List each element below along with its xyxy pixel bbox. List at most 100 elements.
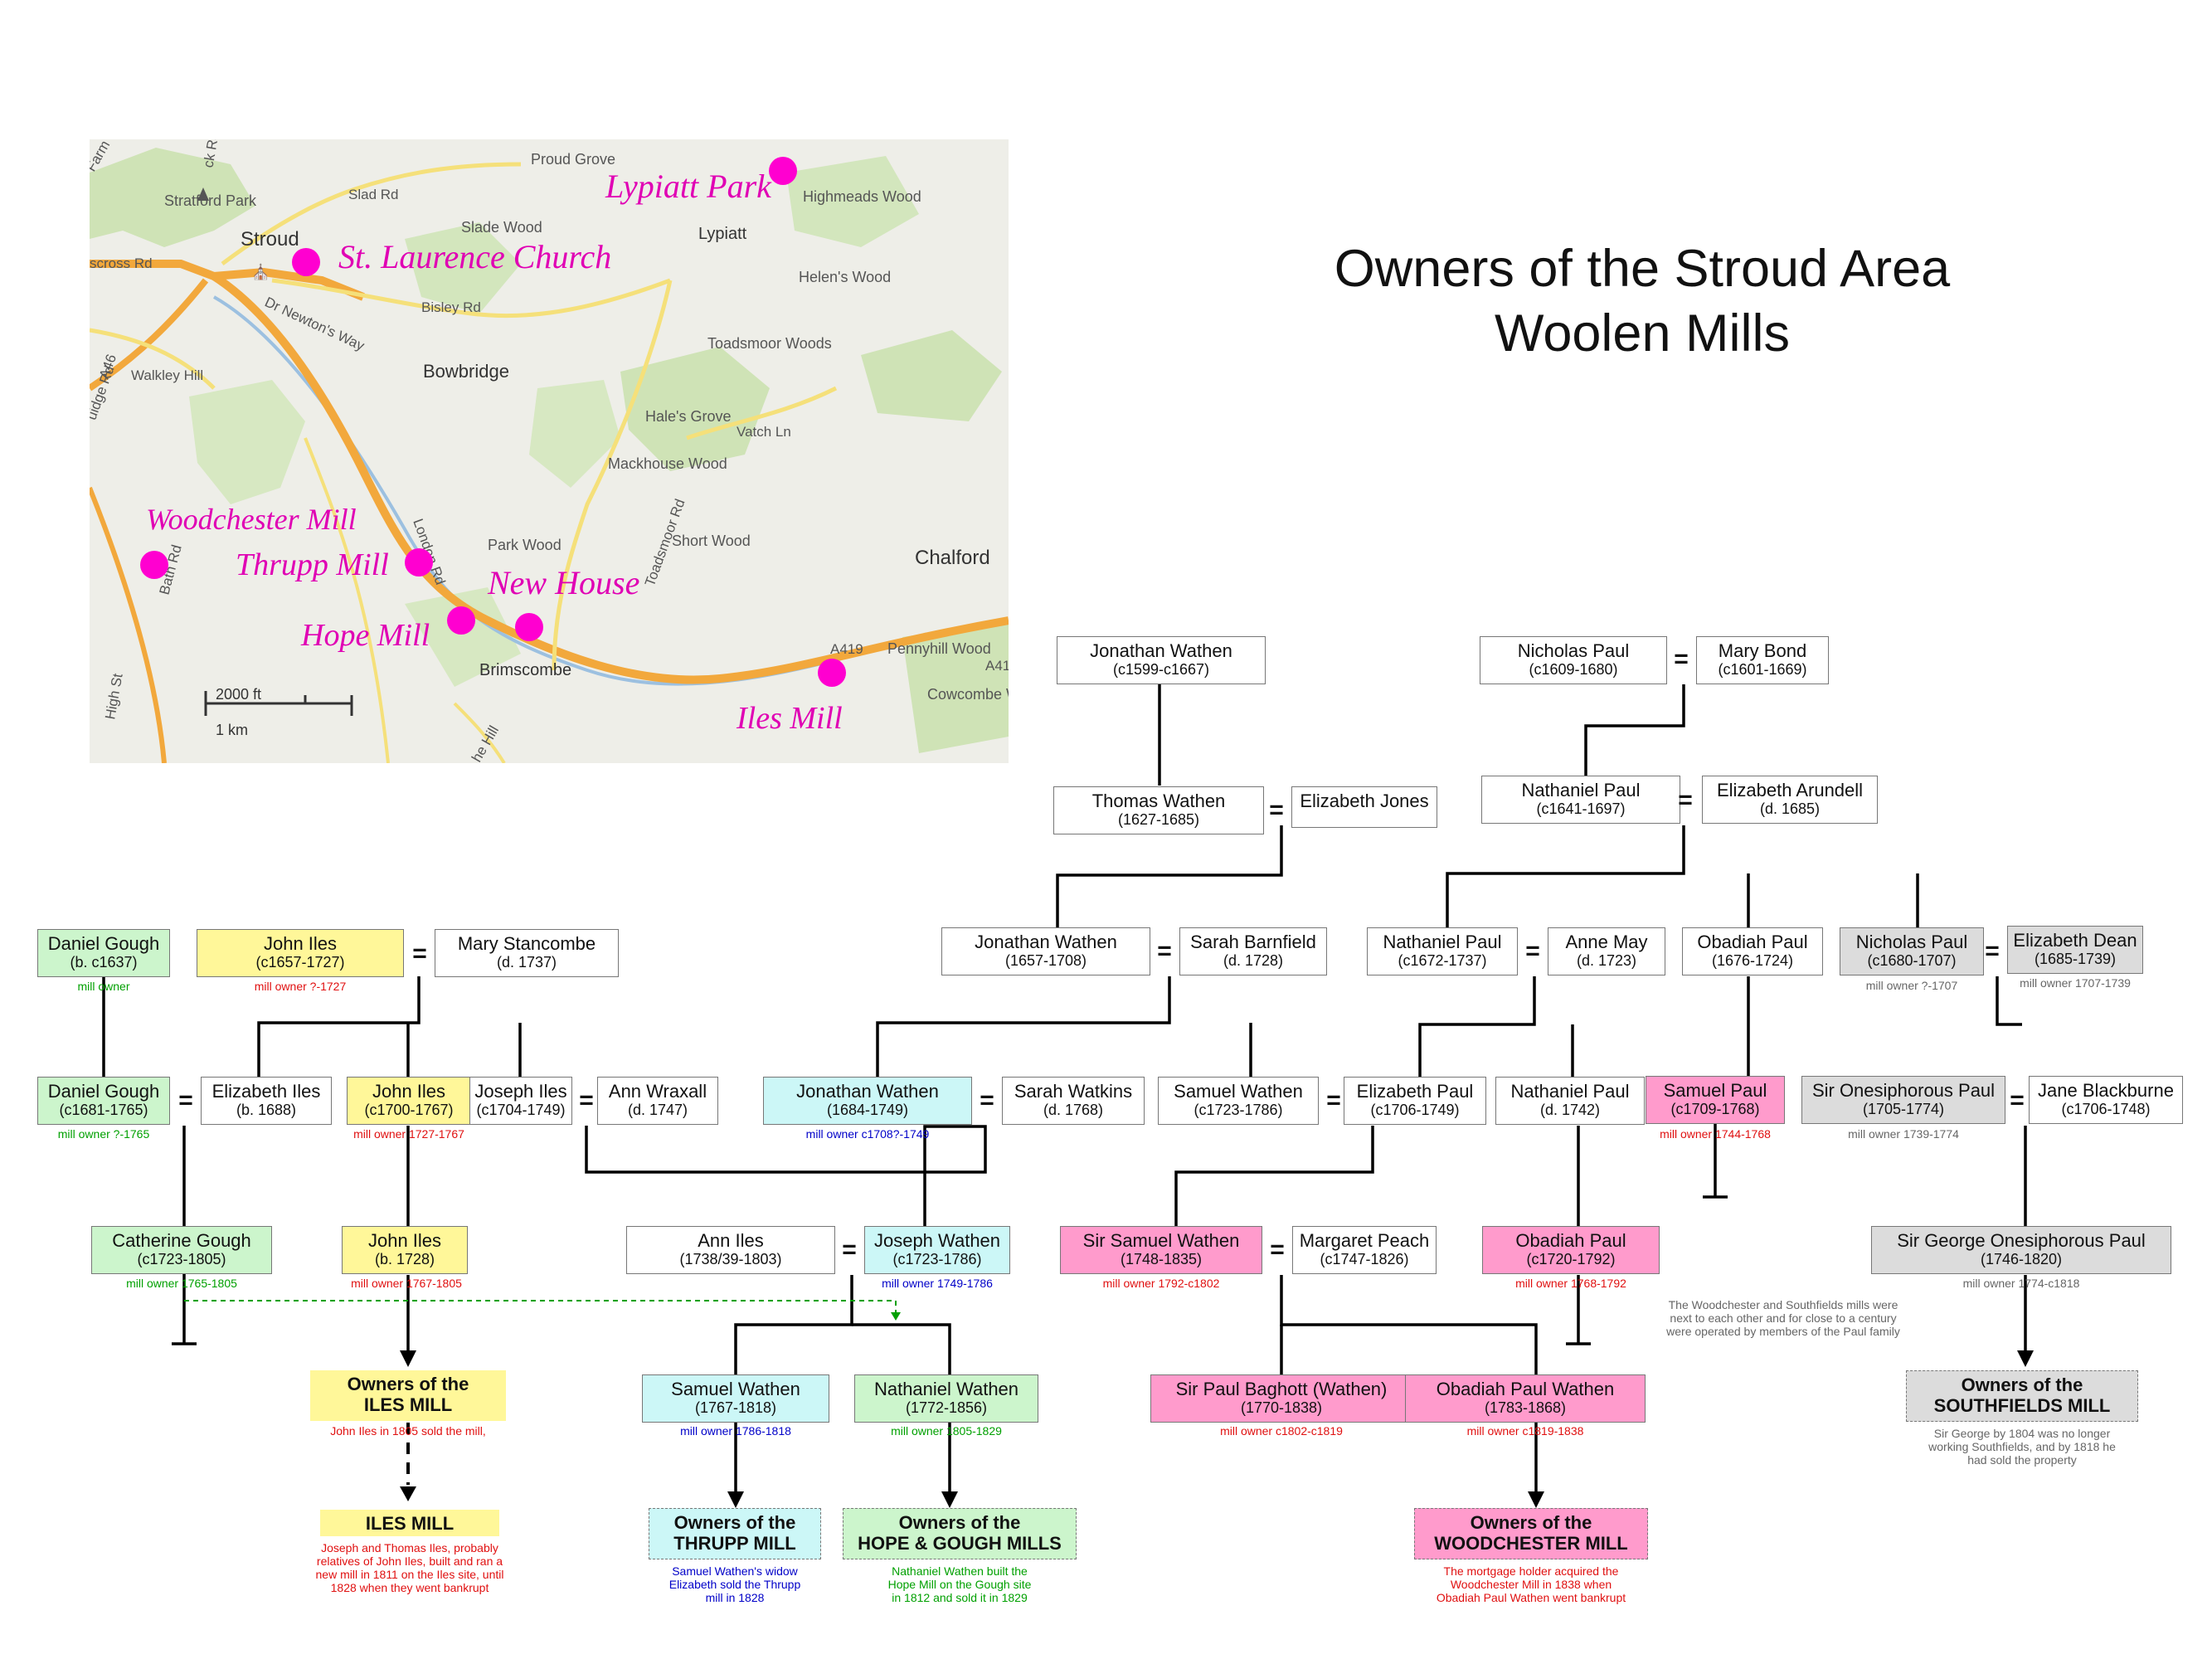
person-elizabeth-dean[interactable]: Elizabeth Dean (1685-1739) xyxy=(2007,926,2143,974)
connector-line xyxy=(1418,976,1536,1077)
person-nathaniel-paul-d1742[interactable]: Nathaniel Paul (d. 1742) xyxy=(1495,1077,1645,1125)
note-line: Joseph and Thomas Iles, probably xyxy=(321,1541,498,1554)
person-sarah-watkins[interactable]: Sarah Watkins (d. 1768) xyxy=(1002,1077,1145,1125)
title-line-1: Owners of the Stroud Area xyxy=(1334,240,1951,298)
person-jonathan-wathen-1684[interactable]: Jonathan Wathen (1684-1749) xyxy=(763,1077,972,1125)
marriage-sign: = xyxy=(1269,796,1284,824)
marker-hope-mill[interactable] xyxy=(447,606,475,635)
marker-st-laurence-church[interactable] xyxy=(292,248,320,276)
marriage-sign: = xyxy=(1985,937,2000,965)
person-john-iles-1728[interactable]: John Iles (b. 1728) xyxy=(342,1226,468,1274)
person-daniel-gough-c1681[interactable]: Daniel Gough (c1681-1765) xyxy=(37,1077,170,1125)
person-elizabeth-arundell[interactable]: Elizabeth Arundell (d. 1685) xyxy=(1702,776,1878,824)
owners-thrupp-mill[interactable]: Owners of the THRUPP MILL xyxy=(649,1508,821,1559)
map-road-main xyxy=(90,260,365,301)
person-name: Obadiah Paul xyxy=(1697,932,1808,952)
person-dates: (d. 1728) xyxy=(1223,952,1284,969)
person-mary-stancombe[interactable]: Mary Stancombe (d. 1737) xyxy=(435,929,619,977)
owners-southfields-mill[interactable]: Owners of the SOUTHFIELDS MILL xyxy=(1906,1370,2138,1422)
person-name: Daniel Gough xyxy=(47,1081,160,1102)
owners-woodchester-mill[interactable]: Owners of the WOODCHESTER MILL xyxy=(1414,1508,1648,1559)
person-jane-blackburne[interactable]: Jane Blackburne (c1706-1748) xyxy=(2029,1076,2183,1124)
person-samuel-wathen-c1723[interactable]: Samuel Wathen (c1723-1786) xyxy=(1158,1077,1319,1125)
person-name: Obadiah Paul Wathen xyxy=(1436,1379,1615,1399)
person-samuel-paul[interactable]: Samuel Paul (c1709-1768) xyxy=(1646,1076,1785,1124)
map-road-vatch xyxy=(686,386,838,440)
person-anne-may[interactable]: Anne May (d. 1723) xyxy=(1548,927,1665,975)
arrow-head xyxy=(400,1350,416,1367)
person-sir-paul-baghott-wathen[interactable]: Sir Paul Baghott (Wathen) (1770-1838) xyxy=(1150,1374,1412,1423)
person-obadiah-paul-c1720[interactable]: Obadiah Paul (c1720-1792) xyxy=(1482,1226,1660,1274)
mill-owner-note: mill owner xyxy=(77,980,130,993)
mill-owner-note: mill owner 1805-1829 xyxy=(891,1424,1002,1438)
owners-iles-mill[interactable]: Owners of the ILES MILL xyxy=(310,1370,506,1421)
map-wood-area xyxy=(405,587,521,687)
marker-new-house[interactable] xyxy=(515,613,543,641)
person-jonathan-wathen-1657[interactable]: Jonathan Wathen (1657-1708) xyxy=(941,927,1150,975)
map-road-walkley xyxy=(90,328,216,390)
person-joseph-iles[interactable]: Joseph Iles (c1704-1749) xyxy=(469,1077,572,1125)
owners-hope-gough-mills[interactable]: Owners of the HOPE & GOUGH MILLS xyxy=(843,1508,1077,1559)
marriage-sign: = xyxy=(1678,786,1693,814)
person-name: Nathaniel Paul xyxy=(1383,932,1502,952)
person-name: Obadiah Paul xyxy=(1515,1230,1626,1251)
person-mary-bond[interactable]: Mary Bond (c1601-1669) xyxy=(1696,636,1829,684)
hope-mill-note: Nathaniel Wathen built the Hope Mill on … xyxy=(843,1564,1077,1604)
person-nathaniel-paul-c1641[interactable]: Nathaniel Paul (c1641-1697) xyxy=(1481,776,1680,824)
person-dates: (1738/39-1803) xyxy=(679,1251,782,1267)
map-place-label: Lypiatt xyxy=(698,225,747,243)
southfields-mill-note: Sir George by 1804 was no longer working… xyxy=(1906,1427,2138,1467)
marker-woodchester-mill[interactable] xyxy=(140,551,168,579)
marker-label-thrupp-mill: Thrupp Mill xyxy=(236,547,389,582)
person-obadiah-paul-1676[interactable]: Obadiah Paul (1676-1724) xyxy=(1682,927,1823,975)
person-daniel-gough-c1637[interactable]: Daniel Gough (b. c1637) xyxy=(37,929,170,977)
person-ann-iles[interactable]: Ann Iles (1738/39-1803) xyxy=(626,1226,835,1274)
map-place-label: Stroud xyxy=(241,228,299,251)
person-name: Samuel Wathen xyxy=(1174,1081,1303,1102)
marker-iles-mill[interactable] xyxy=(818,659,846,687)
person-elizabeth-paul[interactable]: Elizabeth Paul (c1706-1749) xyxy=(1344,1077,1486,1125)
marriage-sign: = xyxy=(1674,645,1689,673)
person-sir-george-onesiphorous-paul[interactable]: Sir George Onesiphorous Paul (1746-1820) xyxy=(1871,1226,2171,1274)
person-nathaniel-paul-c1672[interactable]: Nathaniel Paul (c1672-1737) xyxy=(1367,927,1518,975)
person-john-iles-c1700[interactable]: John Iles (c1700-1767) xyxy=(347,1077,471,1125)
marker-lypiatt-park[interactable] xyxy=(769,157,797,185)
person-elizabeth-iles[interactable]: Elizabeth Iles (b. 1688) xyxy=(201,1077,332,1125)
person-joseph-wathen[interactable]: Joseph Wathen (c1723-1786) xyxy=(864,1226,1010,1274)
person-dates: (1770-1838) xyxy=(1240,1399,1323,1416)
connector-line xyxy=(852,1323,951,1374)
person-nathaniel-wathen[interactable]: Nathaniel Wathen (1772-1856) xyxy=(854,1374,1038,1423)
mill-owner-note: mill owner c1802-c1819 xyxy=(1220,1424,1343,1438)
map-canvas: Proud Grove Stratford Park Stroud Slade … xyxy=(90,139,1009,763)
person-thomas-wathen[interactable]: Thomas Wathen (1627-1685) xyxy=(1053,786,1264,834)
person-margaret-peach[interactable]: Margaret Peach (c1747-1826) xyxy=(1292,1226,1437,1274)
person-obadiah-paul-wathen[interactable]: Obadiah Paul Wathen (1783-1868) xyxy=(1405,1374,1646,1423)
marker-thrupp-mill[interactable] xyxy=(405,548,433,577)
note-line: relatives of John Iles, built and ran a xyxy=(316,1554,503,1568)
person-sarah-barnfield[interactable]: Sarah Barnfield (d. 1728) xyxy=(1179,927,1327,975)
area-map: Proud Grove Stratford Park Stroud Slade … xyxy=(90,139,1009,763)
map-scale-ft: 2000 ft xyxy=(216,686,261,703)
person-nicholas-paul-c1609[interactable]: Nicholas Paul (c1609-1680) xyxy=(1480,636,1667,684)
iles-mill-box[interactable]: ILES MILL xyxy=(320,1510,499,1536)
person-name: Jonathan Wathen xyxy=(796,1081,939,1102)
person-sir-onesiphorous-paul[interactable]: Sir Onesiphorous Paul (1705-1774) xyxy=(1801,1076,2005,1124)
woodchester-mill-note: The mortgage holder acquired the Woodche… xyxy=(1402,1564,1660,1604)
arrow-head xyxy=(727,1491,744,1508)
person-catherine-gough[interactable]: Catherine Gough (c1723-1805) xyxy=(91,1226,272,1274)
map-place-label: Mackhouse Wood xyxy=(608,455,727,472)
map-road-label: Bisley Rd xyxy=(421,299,481,315)
person-john-iles-c1657[interactable]: John Iles (c1657-1727) xyxy=(197,929,404,977)
person-name: Ann Wraxall xyxy=(608,1081,707,1102)
person-jonathan-wathen-c1599[interactable]: Jonathan Wathen (c1599-c1667) xyxy=(1057,636,1266,684)
person-nicholas-paul-c1680[interactable]: Nicholas Paul (c1680-1707) xyxy=(1840,927,1984,975)
person-sir-samuel-wathen[interactable]: Sir Samuel Wathen (1748-1835) xyxy=(1060,1226,1262,1274)
person-elizabeth-jones[interactable]: Elizabeth Jones xyxy=(1291,786,1437,828)
person-ann-wraxall[interactable]: Ann Wraxall (d. 1747) xyxy=(597,1077,718,1125)
note-line: new mill in 1811 on the Iles site, until xyxy=(315,1568,504,1581)
mill-owner-note: mill owner 1767-1805 xyxy=(351,1277,462,1290)
person-dates: (c1706-1749) xyxy=(1370,1102,1460,1118)
person-dates: (c1609-1680) xyxy=(1529,661,1618,678)
map-place-label: Stratford Park xyxy=(164,192,257,209)
person-samuel-wathen-1767[interactable]: Samuel Wathen (1767-1818) xyxy=(642,1374,829,1423)
